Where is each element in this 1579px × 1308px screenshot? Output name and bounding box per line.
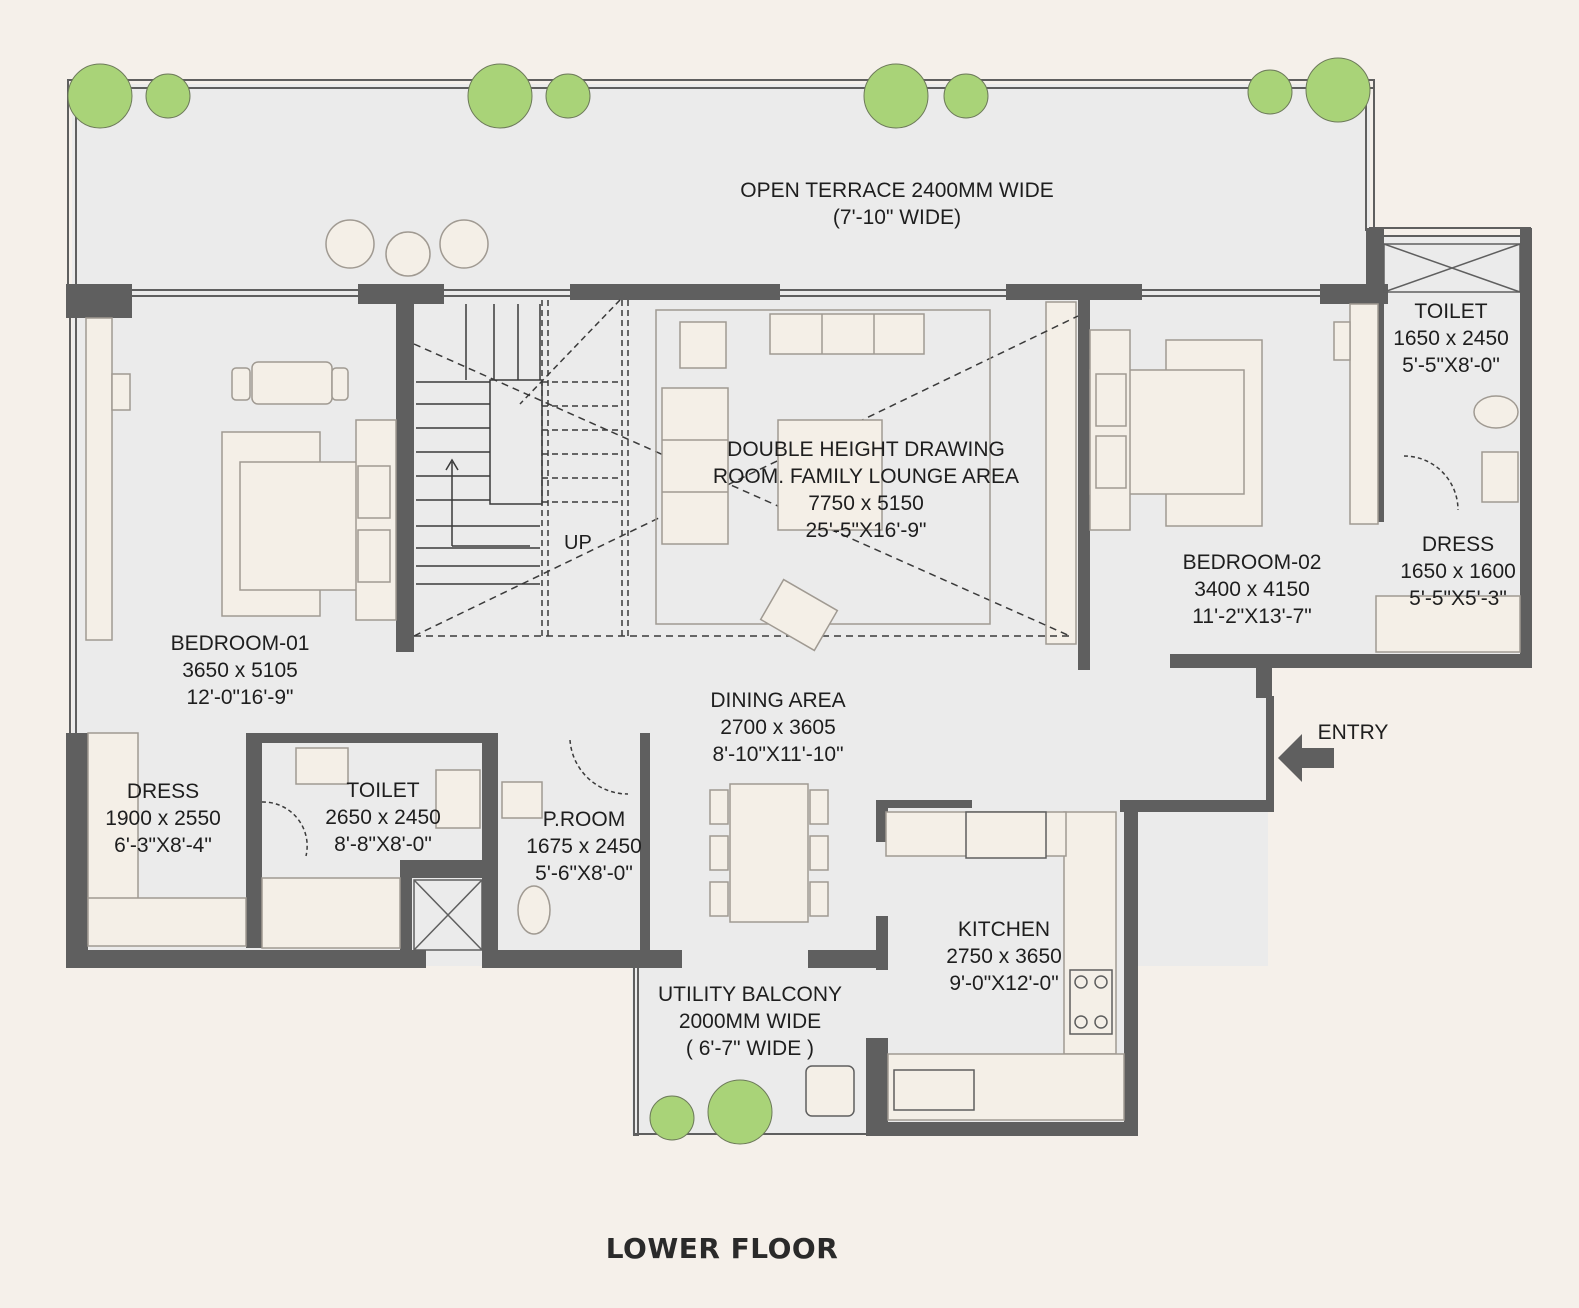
toilet-fixtures [295, 395, 1519, 935]
bed-01 [111, 361, 397, 621]
tree-icons [67, 57, 1371, 1145]
stair-up-label: UP [564, 532, 592, 554]
lounge-furniture [655, 309, 991, 652]
double-height-void [413, 315, 1079, 637]
shafts [413, 243, 1521, 951]
walls [66, 228, 1532, 1136]
dining-table [709, 783, 829, 923]
stair-dashed [519, 299, 629, 636]
kitchen-fixtures [805, 811, 1113, 1117]
terrace-seating [325, 219, 489, 277]
entry-label: ENTRY [1317, 721, 1389, 744]
staircase [416, 304, 543, 585]
floor-title: LOWER FLOOR [605, 1232, 839, 1265]
entry-arrow-icon [1278, 734, 1334, 782]
door-swings [261, 455, 1459, 857]
bed-02 [1089, 321, 1351, 531]
room-label-open-terrace: OPEN TERRACE 2400MM WIDE(7'-10" WIDE) [740, 179, 1054, 229]
